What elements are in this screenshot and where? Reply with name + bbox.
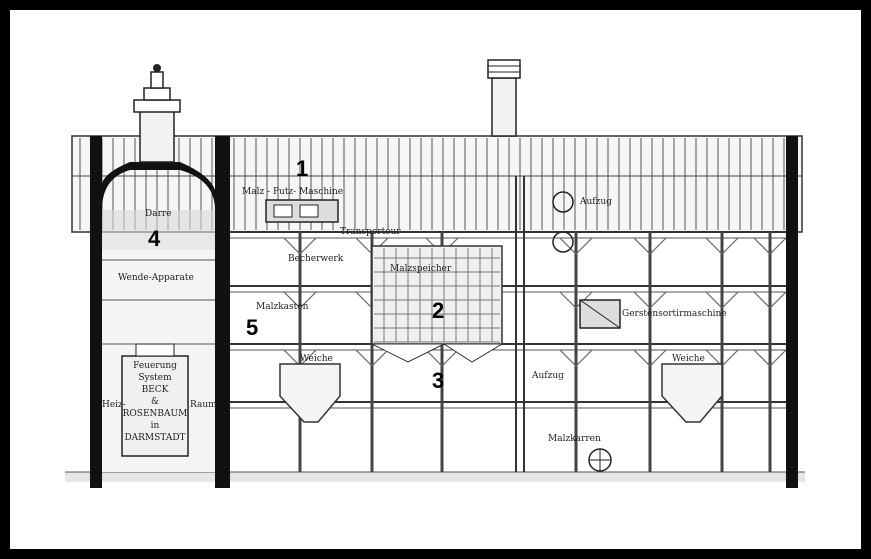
callout-number-2: 2 [432,298,445,323]
label-malt-cleaning-machine: Malz - Putz- Maschine [242,187,344,197]
callout-number-1: 1 [296,156,309,181]
hoist-wheel [552,191,574,213]
label-feuerung-2: System [138,373,172,383]
engraving-frame: Darre Malz - Putz- Maschine Transporteur… [10,10,861,549]
label-gerstensortirmaschine: Gerstensortirmaschine [622,309,727,319]
callout-number-4: 4 [148,226,161,251]
label-weiche-right: Weiche [672,354,705,364]
firing-unit [121,355,189,457]
label-raum: Raum [190,400,217,410]
main-chimney [491,77,517,137]
callout-number-3: 3 [432,368,445,393]
label-wende-apparate: Wende-Apparate [118,273,194,283]
label-malzkasten: Malzkasten [256,302,309,312]
callout-number-5: 5 [246,315,259,340]
kiln-tower-walls [90,136,230,488]
label-malzkarren: Malzkarren [548,434,601,444]
label-feuerung-3: BECK [141,385,169,395]
label-feuerung-5: ROSENBAUM [122,409,188,419]
kiln-chimney [139,109,175,163]
label-weiche-left: Weiche [300,354,333,364]
label-feuerung-7: DARMSTADT [124,433,186,443]
right-wall [786,136,798,488]
hopper-left [279,363,341,423]
label-malzspeicher: Malzspeicher [390,264,452,274]
malt-storage [371,245,503,345]
label-darre: Darre [145,209,172,219]
label-aufzug-top: Aufzug [580,197,612,207]
label-feuerung-1: Feuerung [133,361,177,371]
malting-house-cross-section [65,59,805,488]
label-transporteur: Transporteur [340,227,401,237]
label-aufzug-mid: Aufzug [532,371,564,381]
label-feuerung-4: & [150,397,159,407]
label-heiz: Heiz- [102,400,126,410]
hopper-right [661,363,723,423]
label-feuerung-6: in [150,421,160,431]
ground [65,472,805,482]
label-becherwerk: Becherwerk [288,254,344,264]
